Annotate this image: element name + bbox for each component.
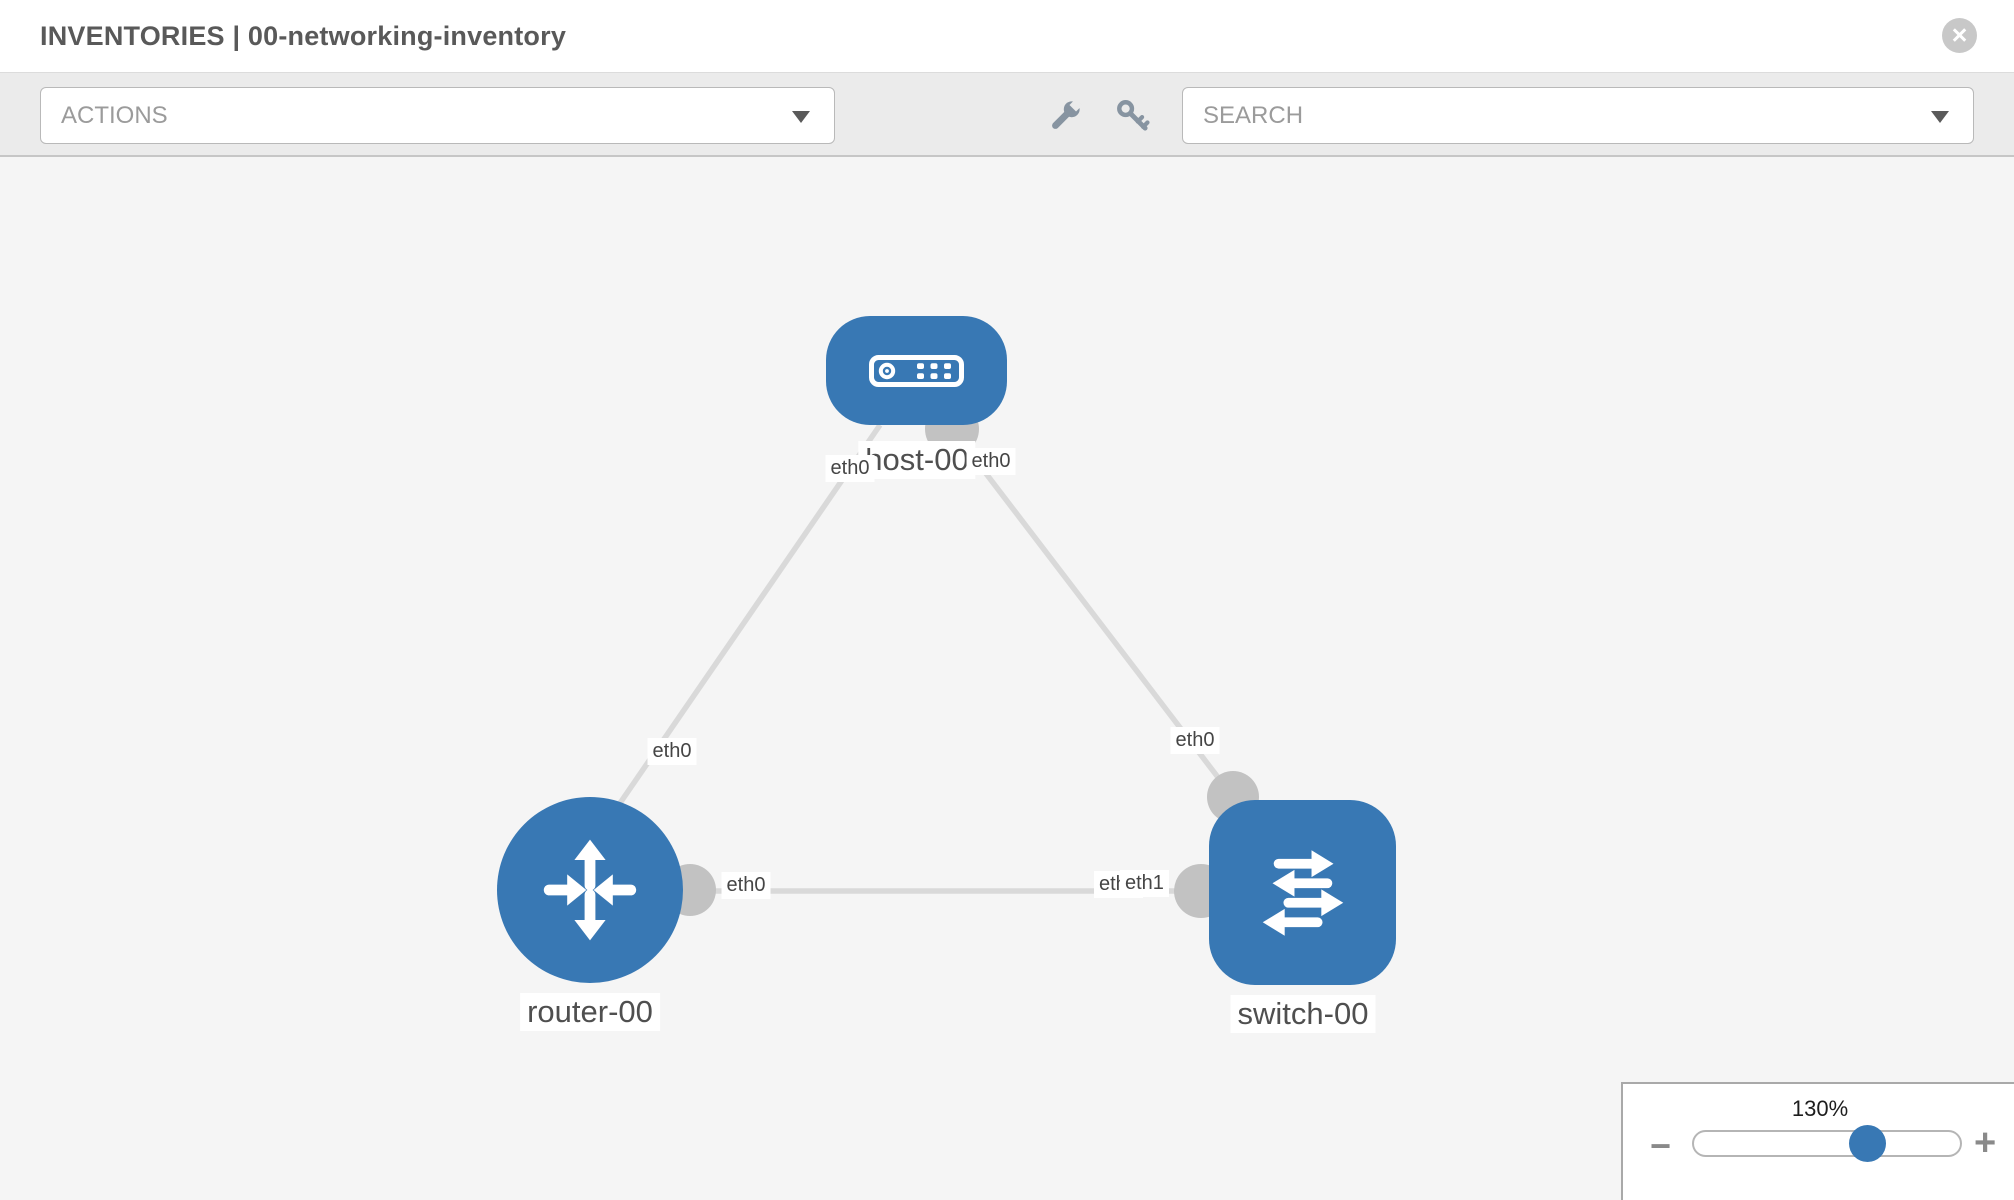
toolbar: ACTIONS SEARCH — [0, 72, 2014, 157]
node-label-host: host-00 — [858, 441, 976, 479]
chevron-down-icon — [1931, 110, 1949, 123]
key-icon — [1117, 100, 1150, 131]
zoom-in-button[interactable]: + — [1974, 1124, 1996, 1162]
zoom-out-button[interactable]: − — [1650, 1128, 1671, 1164]
node-label-router: router-00 — [520, 993, 660, 1031]
actions-dropdown[interactable]: ACTIONS — [40, 87, 835, 144]
minus-icon: − — [1650, 1125, 1672, 1166]
interface-label-switch-left-front: eth1 — [1120, 870, 1169, 897]
close-icon: × — [1951, 20, 1968, 50]
chevron-down-icon — [792, 110, 810, 123]
zoom-slider-track[interactable] — [1692, 1125, 1962, 1162]
node-switch[interactable] — [1209, 800, 1396, 985]
interface-label-router-right: eth0 — [721, 872, 771, 899]
host-icon — [869, 354, 964, 387]
interface-label-host-left: eth0 — [825, 455, 875, 482]
interface-label-host-right: eth0 — [966, 448, 1016, 475]
wrench-button[interactable] — [1046, 97, 1084, 135]
page-title: INVENTORIES | 00-networking-inventory — [40, 20, 567, 51]
zoom-level: 130% — [1791, 1096, 1849, 1121]
router-icon — [543, 839, 637, 941]
switch-icon — [1262, 849, 1343, 936]
topology-canvas[interactable]: host-00 router-00 switch-00 eth0 eth0 et… — [0, 157, 2014, 1200]
zoom-slider-knob[interactable] — [1849, 1125, 1886, 1162]
interface-label-switch-top: eth0 — [1170, 727, 1220, 754]
search-dropdown[interactable]: SEARCH — [1182, 87, 1974, 144]
node-label-switch: switch-00 — [1230, 995, 1376, 1033]
interface-label-router-top: eth0 — [647, 738, 697, 765]
actions-dropdown-label: ACTIONS — [61, 101, 168, 129]
node-router[interactable] — [497, 797, 683, 983]
search-placeholder: SEARCH — [1203, 101, 1304, 129]
key-button[interactable] — [1114, 97, 1152, 135]
zoom-panel: 130% − + — [1621, 1082, 2014, 1200]
wrench-icon — [1052, 98, 1083, 129]
close-button[interactable]: × — [1942, 18, 1977, 53]
window-header: INVENTORIES | 00-networking-inventory × — [0, 0, 2014, 72]
plus-icon: + — [1974, 1122, 1997, 1164]
links-layer — [604, 402, 1259, 918]
node-host[interactable] — [826, 316, 1007, 425]
